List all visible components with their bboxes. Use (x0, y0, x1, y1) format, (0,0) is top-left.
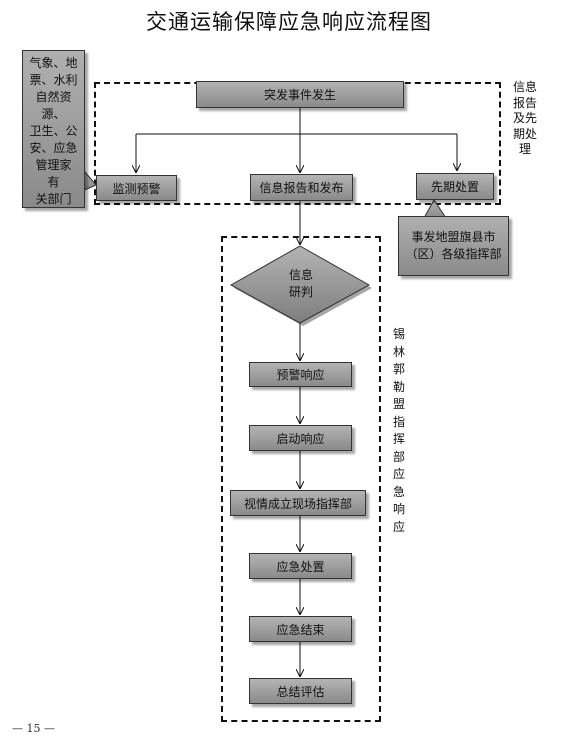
departments-line: 气象、地 (29, 56, 78, 70)
departments-line: 卫生、公 (29, 124, 78, 138)
warning-response-box: 预警响应 (249, 362, 352, 387)
page-number: — 15 — (12, 722, 55, 735)
research-diamond (229, 245, 371, 324)
departments-line: 管理家 (35, 158, 72, 172)
emergency-end-box: 应急结束 (249, 616, 352, 642)
departments-line: 有 (47, 175, 60, 189)
departments-line: 源、 (41, 107, 66, 121)
monitor-warning-box: 监测预警 (96, 175, 177, 201)
command-post-box: 视情成立现场指挥部 (230, 490, 366, 516)
response-phase-label: 锡林郭勒盟指挥部应急响应 (392, 327, 405, 534)
start-response-box: 启动响应 (249, 425, 352, 451)
event-occurs-box: 突发事件发生 (196, 81, 404, 108)
local-hq-callout: 事发地盟旗县市 （区）各级指挥部 (398, 216, 509, 276)
research-label-line2: 研判 (288, 285, 313, 299)
info-report-box: 信息报告和发布 (250, 174, 353, 201)
page-title: 交通运输保障应急响应流程图 (146, 10, 432, 34)
local-hq-line: 事发地盟旗县市 (411, 230, 496, 244)
departments-line: 自然资 (35, 90, 72, 104)
early-handling-box: 先期处置 (416, 173, 494, 200)
departments-line: 票、水利 (29, 73, 78, 87)
departments-callout: 气象、地 票、水利 自然资 源、 卫生、公 安、应急 管理家 有 关部门 (22, 50, 85, 208)
research-label: 信息 研判 (231, 267, 371, 301)
departments-line: 安、应急 (29, 141, 78, 155)
info-phase-label: 信息报告及先期处理 (512, 80, 537, 156)
local-hq-line: （区）各级指挥部 (405, 247, 502, 261)
emergency-handling-box: 应急处置 (249, 553, 352, 579)
research-label-line1: 信息 (288, 268, 313, 282)
evaluate-box: 总结评估 (249, 678, 352, 704)
departments-line: 关部门 (35, 192, 72, 206)
